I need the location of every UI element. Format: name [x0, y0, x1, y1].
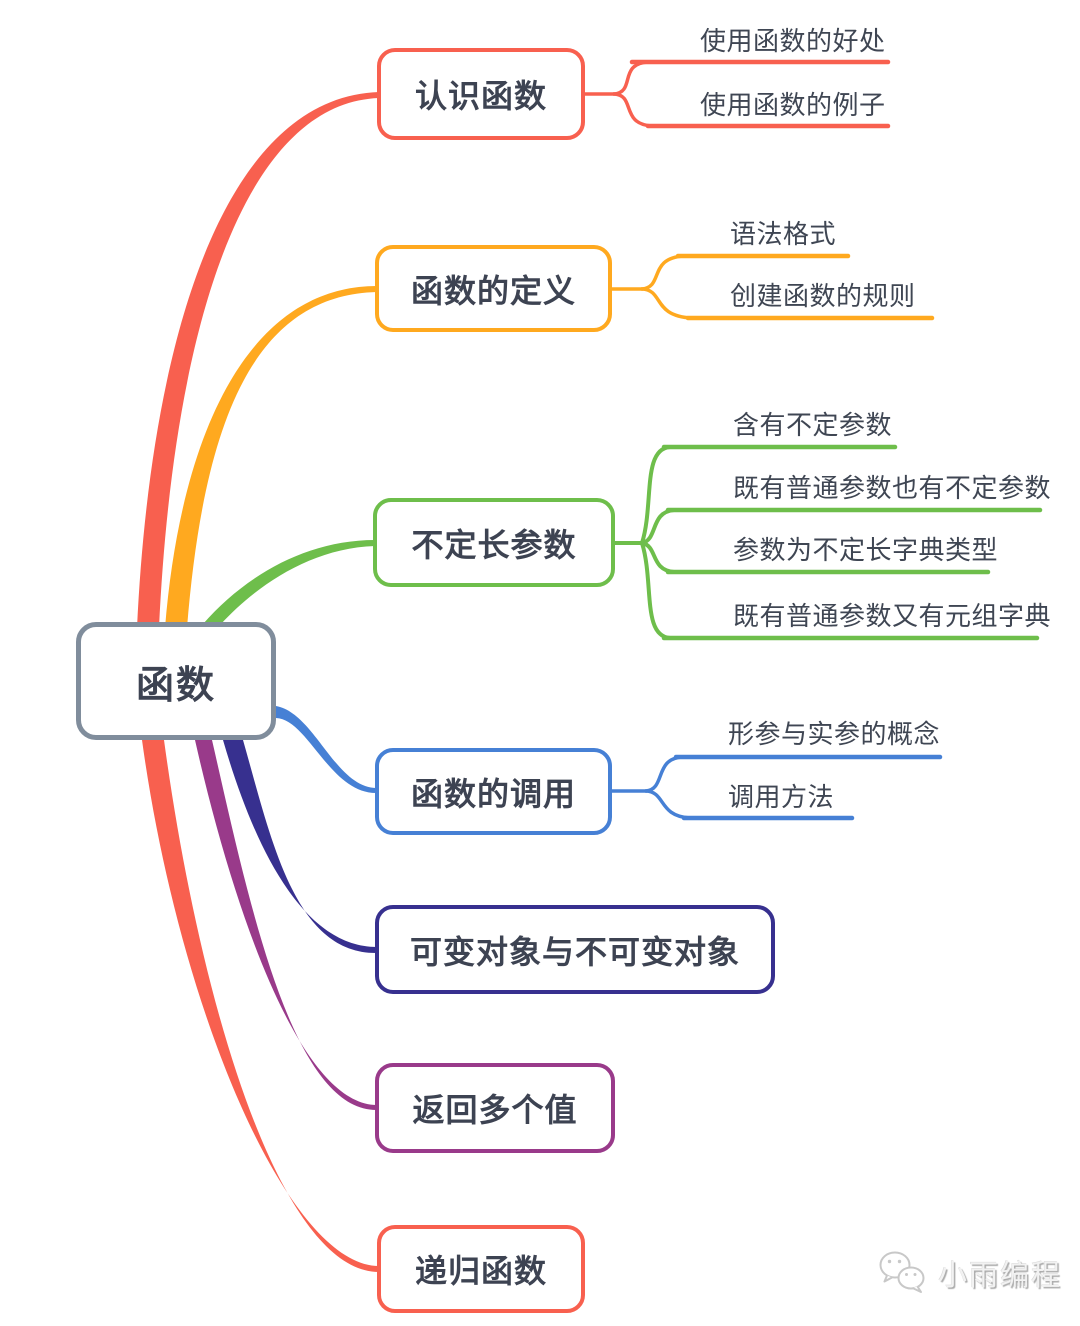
- child-curve-params-concept: [644, 755, 684, 793]
- branch-node-calling[interactable]: 函数的调用: [375, 748, 612, 835]
- branch-ribbon-know-functions: [137, 92, 379, 628]
- child-curve-examples: [612, 92, 654, 128]
- branch-ribbon-recursive: [142, 740, 379, 1272]
- branch-node-label: 可变对象与不可变对象: [409, 933, 740, 970]
- child-label-varargs-4[interactable]: 既有普通参数又有元组字典: [733, 601, 1052, 631]
- child-curve-varargs-1: [640, 445, 672, 545]
- child-curve-benefits: [612, 60, 650, 96]
- branch-node-varargs[interactable]: 不定长参数: [373, 498, 615, 587]
- child-label-varargs-3[interactable]: 参数为不定长字典类型: [733, 535, 999, 565]
- branch-node-label: 函数的定义: [410, 272, 576, 309]
- branch-node-label: 返回多个值: [412, 1092, 578, 1128]
- branch-node-label: 递归函数: [414, 1253, 547, 1289]
- branch-ribbon-calling: [276, 706, 377, 794]
- child-label-params-concept[interactable]: 形参与实参的概念: [728, 719, 941, 749]
- child-label-call-methods[interactable]: 调用方法: [728, 782, 835, 812]
- branch-node-label: 函数的调用: [410, 775, 576, 812]
- branch-ribbon-multi-return: [195, 740, 377, 1111]
- child-label-syntax[interactable]: 语法格式: [730, 219, 837, 249]
- branch-node-label: 不定长参数: [411, 526, 577, 563]
- branch-node-mutable-objects[interactable]: 可变对象与不可变对象: [375, 905, 775, 994]
- root-node-function[interactable]: 函数: [76, 622, 276, 740]
- child-label-examples[interactable]: 使用函数的例子: [700, 90, 886, 120]
- branch-node-recursive[interactable]: 递归函数: [377, 1225, 585, 1313]
- child-curve-varargs-4: [640, 541, 672, 640]
- branch-node-definition[interactable]: 函数的定义: [375, 245, 612, 332]
- child-label-varargs-1[interactable]: 含有不定参数: [733, 410, 893, 440]
- watermark: 小雨编程: [878, 1250, 1062, 1296]
- child-curve-syntax: [640, 254, 686, 291]
- branch-node-multi-return[interactable]: 返回多个值: [375, 1063, 615, 1153]
- branch-ribbon-definition: [165, 286, 377, 628]
- wechat-icon: [879, 1251, 925, 1293]
- branch-ribbon-mutable: [223, 740, 377, 954]
- child-label-varargs-2[interactable]: 既有普通参数也有不定参数: [733, 473, 1052, 503]
- branch-node-know-functions[interactable]: 认识函数: [377, 48, 585, 140]
- root-node-label: 函数: [135, 664, 216, 707]
- child-curve-rules: [640, 287, 694, 320]
- child-curve-call-methods: [644, 789, 692, 820]
- child-label-benefits[interactable]: 使用函数的好处: [700, 26, 886, 56]
- branch-ribbon-varargs: [203, 540, 375, 624]
- child-label-rules[interactable]: 创建函数的规则: [730, 281, 916, 311]
- watermark-label: 小雨编程: [938, 1260, 1063, 1292]
- branch-node-label: 认识函数: [414, 78, 547, 114]
